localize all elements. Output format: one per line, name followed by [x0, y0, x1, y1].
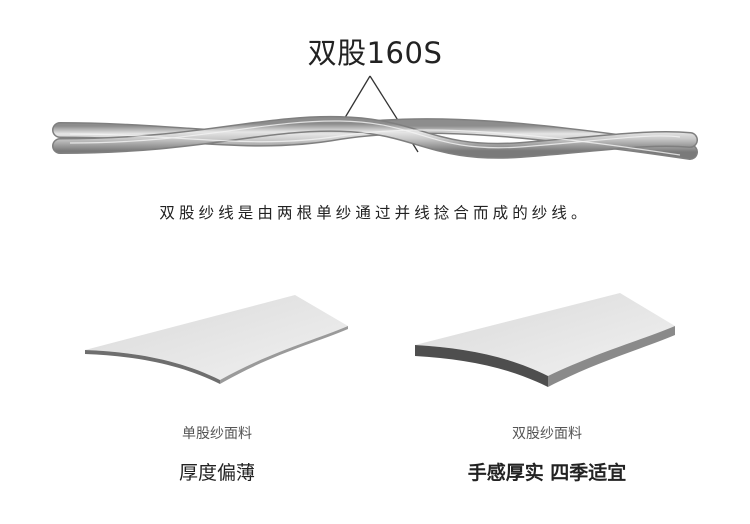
- page-title: 双股160S: [307, 36, 443, 70]
- yarn-description: 双股纱线是由两根单纱通过并线捻合而成的纱线。: [159, 204, 591, 222]
- twisted-yarn-illustration: [52, 75, 698, 160]
- single-ply-fabric-feature: 厚度偏薄: [178, 462, 255, 484]
- double-ply-fabric-illustration: [415, 293, 675, 387]
- double-ply-fabric-caption: 双股纱面料: [512, 426, 582, 442]
- single-ply-fabric-caption: 单股纱面料: [182, 426, 252, 442]
- yarn-strand-b-highlight: [53, 117, 697, 158]
- single-ply-fabric-illustration: [85, 295, 348, 384]
- double-ply-fabric-feature: 手感厚实 四季适宜: [467, 462, 627, 484]
